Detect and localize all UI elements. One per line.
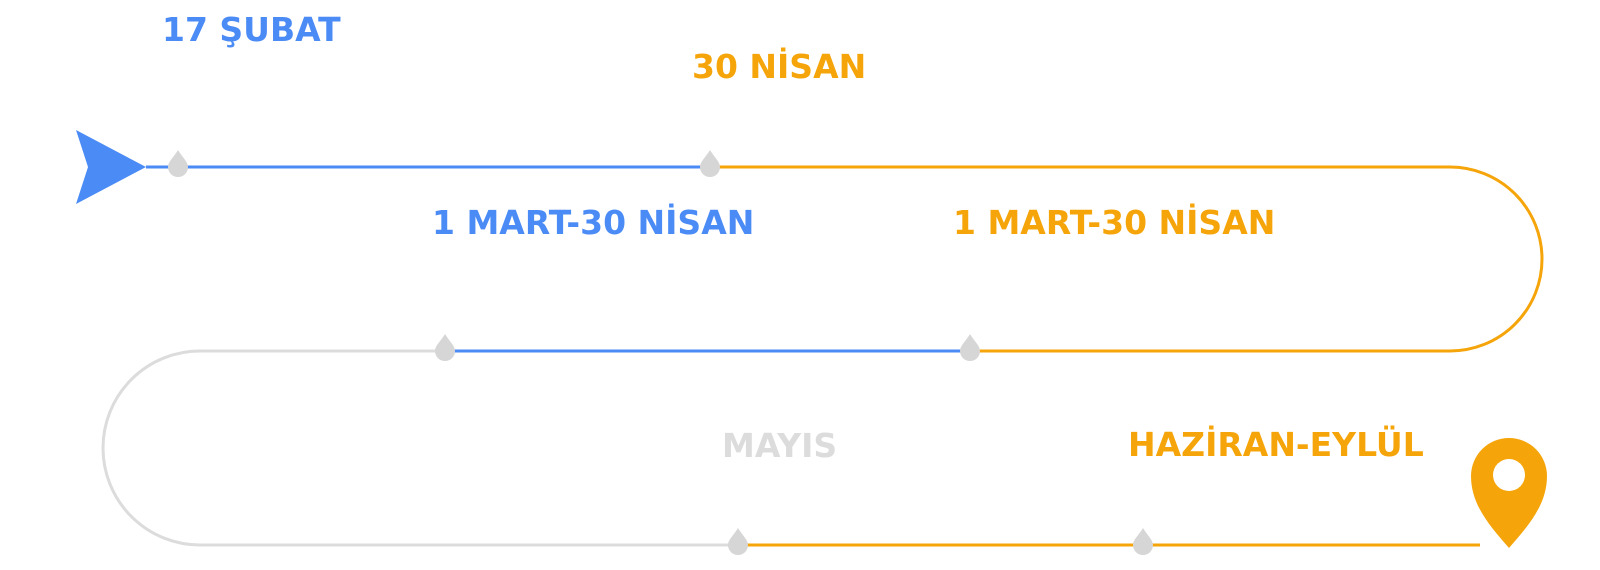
segment-row2-gray-curve	[101, 349, 738, 547]
milestone-marker	[1133, 528, 1153, 555]
milestone-label-mart-nisan-blue: 1 MART-30 NİSAN	[432, 203, 755, 242]
milestone-marker	[700, 150, 720, 177]
milestone-label-haziran-eylul: HAZİRAN-EYLÜL	[1128, 425, 1424, 464]
milestone-marker	[168, 150, 188, 177]
milestone-marker	[960, 334, 980, 361]
arrowhead-icon	[76, 130, 146, 204]
milestone-label-mayis: MAYIS	[722, 426, 838, 465]
milestone-label-17-subat: 17 ŞUBAT	[162, 10, 341, 49]
milestone-label-mart-nisan-orange: 1 MART-30 NİSAN	[953, 203, 1276, 242]
milestone-marker	[728, 528, 748, 555]
map-pin-icon	[1471, 438, 1547, 548]
milestone-marker	[435, 334, 455, 361]
segment-row1-orange-curve	[710, 165, 1544, 353]
milestone-label-30-nisan: 30 NİSAN	[692, 47, 867, 86]
